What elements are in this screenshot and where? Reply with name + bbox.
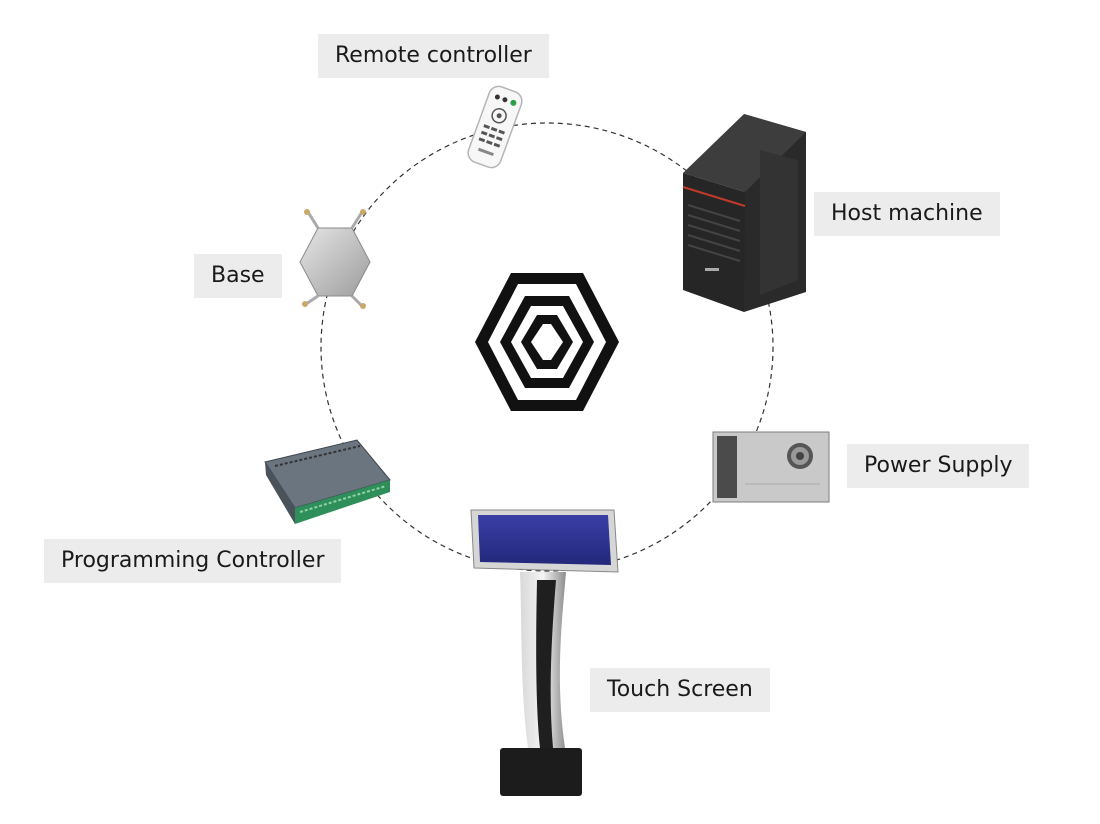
touch-kiosk-icon (470, 509, 619, 796)
pc-tower-icon (682, 114, 806, 312)
power-supply-unit-icon (712, 431, 830, 503)
hexagon-plate-icon (299, 209, 371, 309)
base-label: Base (194, 254, 282, 298)
touch-screen-label: Touch Screen (590, 668, 770, 712)
remote-control-icon (467, 85, 523, 169)
host-machine-label: Host machine (814, 192, 1000, 236)
remote-controller-label: Remote controller (318, 34, 549, 78)
power-supply-label: Power Supply (847, 444, 1030, 488)
concentric-hexagon-logo-icon (475, 273, 619, 411)
programming-controller-label: Programming Controller (44, 539, 342, 583)
dashed-connection-ring (320, 122, 774, 572)
plc-module-icon (264, 439, 391, 524)
